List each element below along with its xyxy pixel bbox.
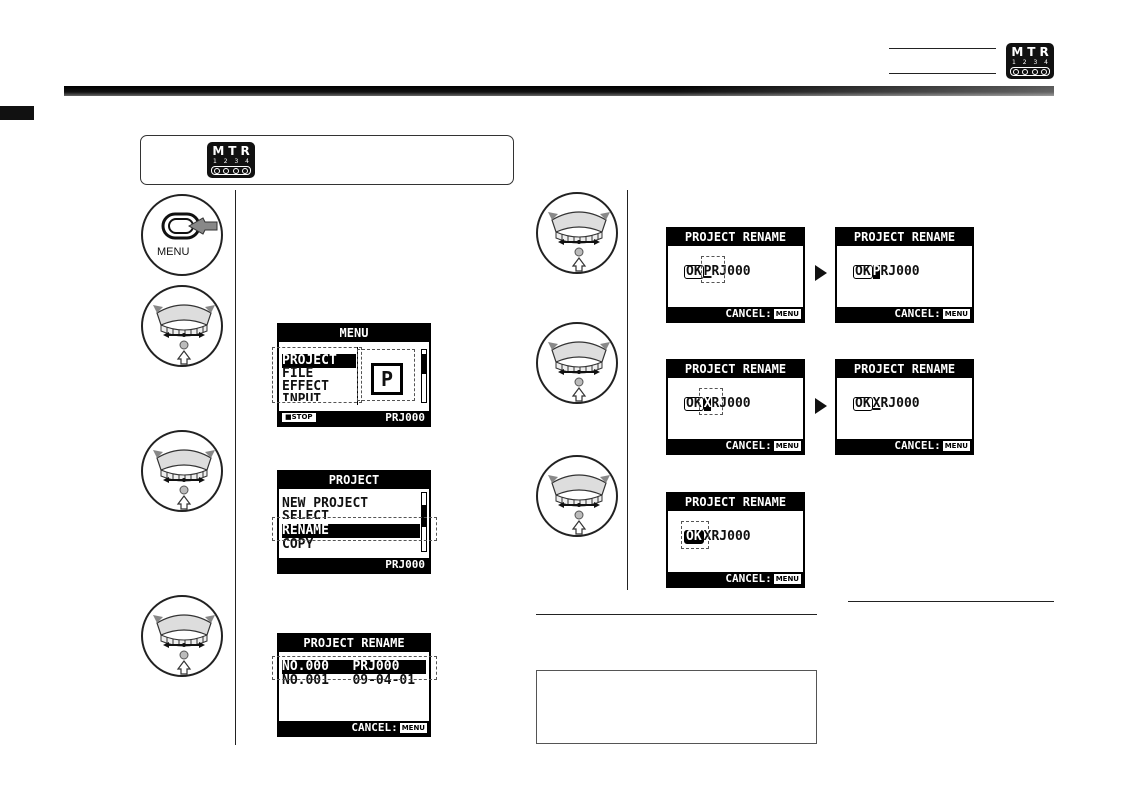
lcd-title: PROJECT RENAME [668,229,803,246]
lcd-rename-list: PROJECT RENAME NO.000 PRJ000 NO.001 09-0… [277,633,431,737]
dial-icon [141,595,223,677]
header-rule-top [889,48,996,49]
project-item-copy: COPY [282,538,314,548]
stop-indicator: ■STOP [282,413,316,422]
selection-highlight [701,256,725,283]
dial-icon [141,430,223,512]
lcd-footer: PRJ000 [279,558,429,572]
selection-highlight [357,349,415,401]
menu-item-file: FILE [282,366,314,381]
lcd-footer: CANCEL:MENU [668,439,803,453]
dial-icon [536,192,618,274]
right-column-divider [627,190,628,590]
lcd-footer: CANCEL:MENU [837,307,972,321]
selection-highlight [681,521,709,549]
section-rule [536,614,817,615]
project-item-rename: RENAME [282,524,420,538]
dial-icon [536,455,618,537]
section-rule [848,601,1054,602]
arrow-right-icon [815,398,827,414]
ok-button: OK [684,529,704,544]
left-column-divider [235,190,236,745]
lcd-title: PROJECT RENAME [837,361,972,378]
menu-button-label: MENU [157,246,190,258]
scrollbar [421,492,427,552]
lcd-title: PROJECT RENAME [668,361,803,378]
project-name: PRJ000 [385,558,425,571]
note-box [536,670,817,744]
dial-icon [141,285,223,367]
menu-item-effect: EFFECT [282,379,329,394]
lcd-title: MENU [279,325,429,342]
project-name: PRJ000 [385,411,425,424]
lcd-title: PROJECT RENAME [837,229,972,246]
ok-button: OK [684,264,704,279]
ok-button: OK [853,264,873,279]
header-rule-bottom [889,73,996,74]
lcd-project: PROJECT NEW PROJECT SELECT RENAME COPY P… [277,470,431,574]
lcd-footer: CANCEL:MENU [837,439,972,453]
rename-row: NO.000 PRJ000 [282,660,426,674]
selection-highlight [272,656,437,680]
selection-highlight [272,517,437,541]
menu-button-icon: MENU [141,194,223,276]
header-bar [64,86,1054,96]
menu-item-project: PROJECT [282,354,356,368]
arrow-right-icon [815,265,827,281]
lcd-title: PROJECT RENAME [279,635,429,652]
lcd-footer: CANCEL:MENU [668,307,803,321]
project-item-new: NEW PROJECT [282,496,369,511]
lcd-title: PROJECT [279,472,429,489]
chapter-tab [0,106,34,120]
dial-icon [536,322,618,404]
ok-button: OK [684,396,704,411]
ok-button: OK [853,396,873,411]
scrollbar [421,349,427,403]
selection-highlight [272,347,362,403]
selection-highlight [699,388,723,415]
lcd-footer: CANCEL:MENU [279,721,429,735]
lcd-footer: CANCEL:MENU [668,572,803,586]
project-folder-icon: P [371,363,403,395]
menu-item-input: INPUT [282,393,322,401]
lcd-footer: ■STOP PRJ000 [279,411,429,425]
project-item-select: SELECT [282,510,329,519]
lcd-menu: MENU PROJECT FILE EFFECT INPUT P ■STOP P… [277,323,431,427]
lcd-title: PROJECT RENAME [668,494,803,511]
